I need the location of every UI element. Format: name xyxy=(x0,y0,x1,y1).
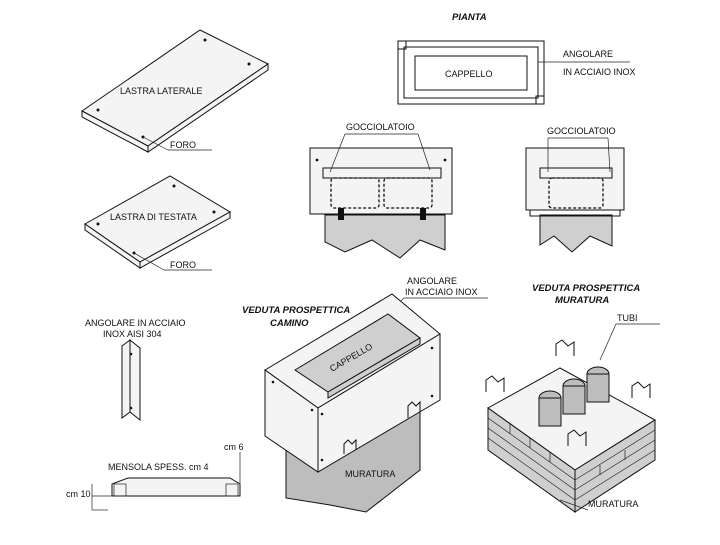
foro-label-2: FORO xyxy=(170,260,196,270)
angolare-label-line2: IN ACCIAIO INOX xyxy=(563,67,636,77)
veduta-camino-title-line2: CAMINO xyxy=(270,318,309,329)
camino-perspective xyxy=(264,293,441,513)
lastra-laterale-label: LASTRA LATERALE xyxy=(120,86,202,96)
gocciolatoio-side-view xyxy=(525,137,625,253)
tubi-label: TUBI xyxy=(617,313,638,323)
pianta-title: PIANTA xyxy=(452,12,487,23)
mensola-label: MENSOLA SPESS. cm 4 xyxy=(108,462,209,472)
gocciolatoio-left-label: GOCCIOLATOIO xyxy=(346,122,415,132)
muratura-right-label: MURATURA xyxy=(588,499,638,509)
angolare304-label-line2: INOX AISI 304 xyxy=(103,329,162,339)
mensola-bracket xyxy=(91,452,241,511)
gocciolatoio-front-view xyxy=(309,133,453,259)
lastra-testata-slab xyxy=(84,175,231,271)
angolare304-label-line1: ANGOLARE IN ACCIAIO xyxy=(85,318,186,328)
muratura-perspective xyxy=(485,339,656,513)
angolare-b-label-line2: IN ACCIAIO INOX xyxy=(405,287,478,297)
veduta-muratura-title-line1: VEDUTA PROSPETTICA xyxy=(532,283,640,294)
veduta-muratura-title-line2: MURATURA xyxy=(555,295,609,306)
veduta-camino-title-line1: VEDUTA PROSPETTICA xyxy=(242,305,350,316)
cm6-label: cm 6 xyxy=(224,442,244,452)
cm10-label: cm 10 xyxy=(66,489,91,499)
angolare-aisi304-bar xyxy=(121,338,141,422)
cappello-plan-label: CAPPELLO xyxy=(445,69,493,79)
angolare-label-line1: ANGOLARE xyxy=(563,49,613,59)
angolare-b-label-line1: ANGOLARE xyxy=(407,276,457,286)
muratura-left-label: MURATURA xyxy=(345,469,395,479)
lastra-testata-label: LASTRA DI TESTATA xyxy=(110,212,197,222)
foro-label-1: FORO xyxy=(170,140,196,150)
lastra-laterale-slab xyxy=(81,29,269,153)
pianta-plan xyxy=(397,40,630,105)
gocciolatoio-right-label: GOCCIOLATOIO xyxy=(547,126,616,136)
